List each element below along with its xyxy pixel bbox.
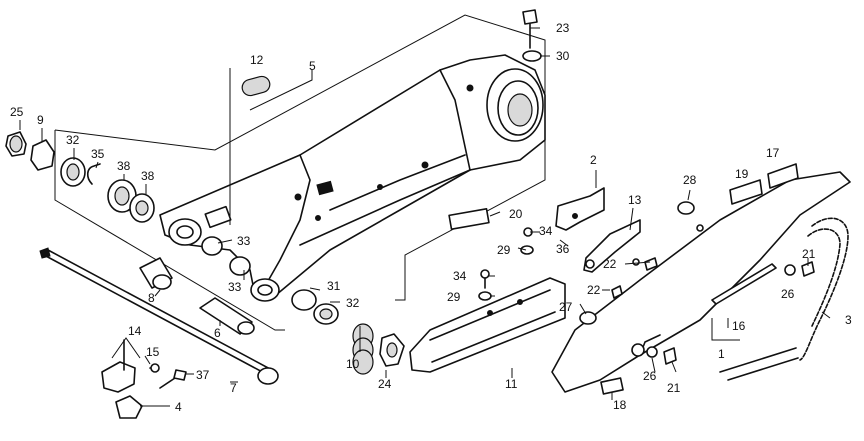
- callout-labels: 1 2 3 4 5 6 7 8 9 10 11 12 13 14 15 16 1…: [10, 21, 852, 414]
- callout-4: 4: [175, 400, 182, 414]
- callout-20: 20: [509, 207, 523, 221]
- callout-34-top: 34: [539, 224, 553, 238]
- callout-12: 12: [250, 53, 264, 67]
- callout-3: 3: [845, 313, 852, 327]
- callout-33-bottom: 33: [228, 280, 242, 294]
- callout-19: 19: [735, 167, 749, 181]
- callout-1: 1: [718, 347, 725, 361]
- plate-and-bolts: [101, 337, 187, 419]
- right-bearings: [201, 236, 339, 325]
- callout-18: 18: [613, 398, 627, 412]
- callout-32-left: 32: [66, 133, 80, 147]
- callout-37: 37: [196, 368, 210, 382]
- chain-slider-11: [409, 277, 566, 373]
- bracket-2: [555, 187, 605, 231]
- callout-26-bottom: 26: [643, 369, 657, 383]
- callout-28: 28: [683, 173, 697, 187]
- callout-27: 27: [559, 300, 573, 314]
- callout-36: 36: [556, 242, 570, 256]
- label-20: [448, 208, 490, 230]
- right-hardware: [579, 163, 815, 395]
- callout-14: 14: [128, 324, 142, 338]
- callout-31: 31: [327, 279, 341, 293]
- callout-38-left: 38: [117, 159, 131, 173]
- slider-24: [379, 333, 405, 367]
- chain-case-1: [551, 171, 851, 393]
- callout-5: 5: [309, 59, 316, 73]
- callout-26-right: 26: [781, 287, 795, 301]
- collars: [139, 257, 255, 335]
- bracket-13: [583, 219, 641, 273]
- spring-10: [352, 323, 374, 375]
- rail-16: [711, 263, 777, 305]
- callout-33-top: 33: [237, 234, 251, 248]
- callout-35: 35: [91, 147, 105, 161]
- pivot-bolt: [39, 247, 279, 385]
- callout-22-top: 22: [603, 257, 617, 271]
- callout-34-bottom: 34: [453, 269, 467, 283]
- swingarm: [159, 54, 546, 302]
- callout-13: 13: [628, 193, 642, 207]
- callout-7: 7: [230, 381, 237, 395]
- callout-9: 9: [37, 113, 44, 127]
- callout-30: 30: [556, 49, 570, 63]
- callout-25: 25: [10, 105, 24, 119]
- callout-2: 2: [590, 153, 597, 167]
- callout-23: 23: [556, 21, 570, 35]
- callout-16: 16: [732, 319, 746, 333]
- callout-6: 6: [214, 326, 221, 340]
- callout-8: 8: [148, 291, 155, 305]
- callout-11: 11: [505, 377, 518, 391]
- callout-22-bottom: 22: [587, 283, 601, 297]
- leader-lines: [19, 27, 831, 407]
- callout-38-right: 38: [141, 169, 155, 183]
- callout-29-top: 29: [497, 243, 511, 257]
- callout-21-bottom: 21: [667, 381, 681, 395]
- callout-10: 10: [346, 357, 360, 371]
- rubber-cap-12: [241, 75, 271, 97]
- pivot-bearing-stack: [5, 131, 155, 223]
- callout-29-bottom: 29: [447, 290, 461, 304]
- bolt-pair-left: [478, 227, 534, 301]
- callout-15: 15: [146, 345, 160, 359]
- callout-21-top: 21: [802, 247, 816, 261]
- callout-24: 24: [378, 377, 392, 391]
- callout-32-right: 32: [346, 296, 360, 310]
- drive-chain-3: [719, 217, 849, 381]
- callout-17: 17: [766, 146, 780, 160]
